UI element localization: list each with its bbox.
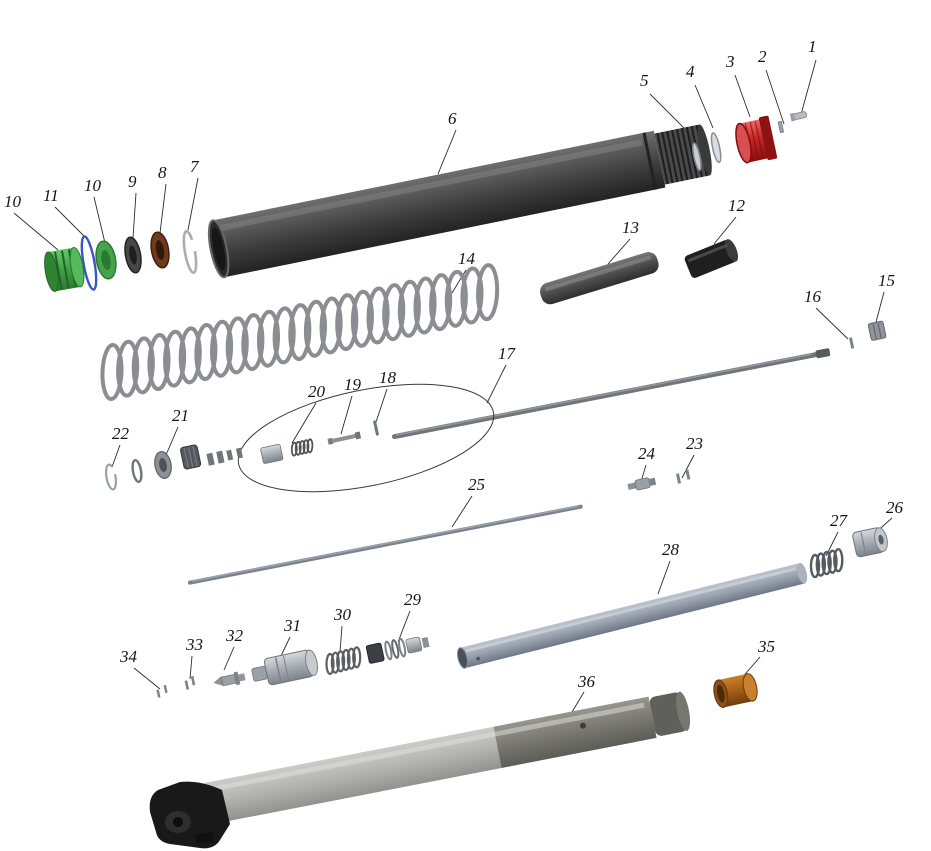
callout-8: 8 bbox=[158, 163, 167, 182]
part-16-pin bbox=[849, 337, 855, 349]
callout-30: 30 bbox=[334, 605, 351, 624]
part-15-fitting bbox=[867, 320, 887, 341]
part-33-pins bbox=[184, 676, 196, 690]
callout-2: 2 bbox=[758, 47, 767, 66]
part-2-pin bbox=[777, 120, 785, 134]
callout-32: 32 bbox=[226, 626, 243, 645]
part-8-seal-ring bbox=[150, 231, 170, 269]
callout-28: 28 bbox=[662, 540, 679, 559]
callout-7: 7 bbox=[190, 157, 199, 176]
part-19-adjuster-rod bbox=[327, 431, 362, 445]
callout-21: 21 bbox=[172, 406, 189, 425]
part-21-washer bbox=[131, 458, 143, 484]
callout-33: 33 bbox=[186, 635, 203, 654]
part-6-upper-tube bbox=[207, 124, 712, 279]
part-25-push-rod bbox=[187, 504, 583, 585]
callout-34: 34 bbox=[120, 647, 137, 666]
part-4-washer bbox=[710, 132, 722, 164]
callout-15: 15 bbox=[878, 271, 895, 290]
part-36-lower-leg bbox=[199, 691, 691, 826]
part-30-spring bbox=[320, 644, 366, 677]
callout-4: 4 bbox=[686, 62, 695, 81]
part-9-seal-ring bbox=[124, 236, 142, 274]
part-5-washer bbox=[692, 142, 702, 172]
callout-17: 17 bbox=[498, 344, 515, 363]
part-20-needle-and-spring bbox=[260, 437, 317, 464]
part-10-glide-ring-left bbox=[44, 246, 85, 292]
callout-26: 26 bbox=[886, 498, 903, 517]
callout-14: 14 bbox=[458, 249, 475, 268]
part-22-washer bbox=[104, 463, 118, 491]
callout-18: 18 bbox=[379, 368, 396, 387]
callout-1: 1 bbox=[808, 37, 817, 56]
part-35-bushing bbox=[713, 673, 758, 708]
part-7-retaining-ring bbox=[182, 230, 198, 274]
callout-31: 31 bbox=[284, 616, 301, 635]
callout-16: 16 bbox=[804, 287, 821, 306]
part-18-pin bbox=[373, 420, 380, 436]
callout-36: 36 bbox=[578, 672, 595, 691]
part-24-fitting bbox=[627, 477, 657, 491]
part-27-spring bbox=[804, 546, 849, 581]
part-28-inner-tube bbox=[456, 562, 808, 669]
part-13-shaft-tube bbox=[540, 252, 659, 305]
callout-19: 19 bbox=[344, 375, 361, 394]
callout-25: 25 bbox=[468, 475, 485, 494]
callout-10-left: 10 bbox=[4, 192, 21, 211]
callout-12: 12 bbox=[728, 196, 745, 215]
part-36-dropout-casting bbox=[149, 781, 230, 849]
part-32-rebound-fitting bbox=[213, 671, 246, 687]
part-11-o-ring bbox=[80, 235, 98, 291]
part-3-top-cap bbox=[735, 115, 778, 164]
part-12-spacer-tube bbox=[684, 239, 739, 278]
callout-35: 35 bbox=[758, 637, 775, 656]
callout-20: 20 bbox=[308, 382, 325, 401]
callout-24: 24 bbox=[638, 444, 655, 463]
callout-6: 6 bbox=[448, 109, 457, 128]
callout-9: 9 bbox=[128, 172, 137, 191]
callout-11: 11 bbox=[43, 186, 59, 205]
callout-3: 3 bbox=[726, 52, 735, 71]
part-26-adjuster-cap bbox=[852, 527, 888, 558]
part-31-cartridge-body bbox=[251, 649, 319, 686]
part-1-screw bbox=[789, 111, 807, 122]
leader-lines bbox=[13, 59, 893, 723]
callout-22: 22 bbox=[112, 424, 129, 443]
part-14-coil-spring bbox=[88, 259, 511, 406]
part-29-piston-stack bbox=[365, 636, 430, 664]
callout-5: 5 bbox=[640, 71, 649, 90]
part-34-pins bbox=[156, 684, 168, 698]
callout-29: 29 bbox=[404, 590, 421, 609]
callout-23: 23 bbox=[686, 434, 703, 453]
detail-ellipse bbox=[237, 383, 495, 493]
part-21-knurled-nut bbox=[180, 444, 202, 470]
part-21-shaft-bits bbox=[206, 447, 243, 466]
callout-10-right: 10 bbox=[84, 176, 101, 195]
callout-27: 27 bbox=[830, 511, 847, 530]
callout-13: 13 bbox=[622, 218, 639, 237]
part-17-damper-rod bbox=[391, 348, 831, 440]
part-21-piston-ring bbox=[154, 451, 172, 479]
part-23-pins bbox=[676, 469, 691, 484]
